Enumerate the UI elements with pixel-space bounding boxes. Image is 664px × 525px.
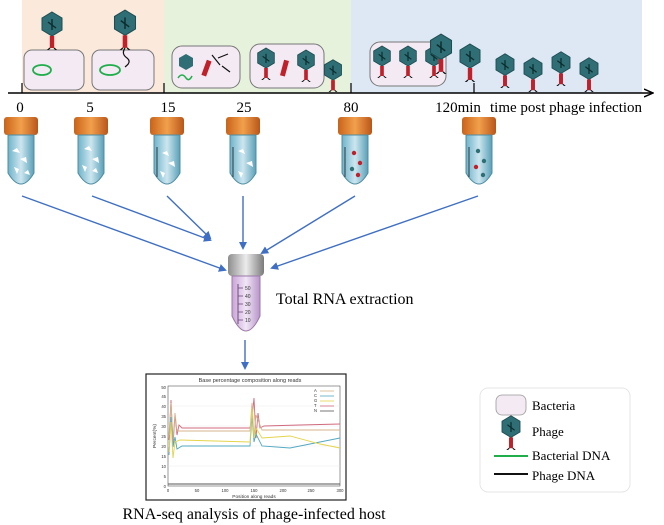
inset-ytick: 30 [161,424,166,429]
inset-x-label: Position along reads [232,494,276,500]
converging-arrows [21,195,479,370]
inset-ytick: 25 [161,434,166,439]
tick-label-80: 80 [344,100,359,116]
legend-bacteria-swatch [495,394,527,416]
tick-label-15: 15 [161,100,176,116]
inset-ytick: 45 [161,394,166,399]
inset-chart-title: Base percentage composition along reads [199,378,302,384]
sample-tube-5 [74,117,108,185]
inset-ytick: 0 [164,484,167,489]
tick-label-0: 0 [16,100,24,116]
inset-legend-g: G [314,398,317,403]
rna-extraction-tube: 50 40 30 20 10 [228,254,264,332]
inset-xtick: 100 [222,488,230,493]
legend-bacteria-label: Bacteria [532,398,576,413]
inset-x-ticks: 0 50 100 150 200 250 300 [167,488,344,493]
inset-ytick: 20 [161,444,166,449]
tick-label-120min: 120min [435,100,481,116]
tube-scale-50: 50 [245,286,251,292]
sample-tube-120 [462,117,496,185]
rnaseq-chart-inset: Base percentage composition along reads … [145,373,347,501]
stage-lysis-cell [369,33,599,92]
legend-bacterial-dna-label: Bacterial DNA [532,448,611,463]
stage-injection-cell [91,9,155,91]
sample-tubes [4,117,496,185]
rnaseq-caption: RNA-seq analysis of phage-infected host [122,506,386,523]
inset-xtick: 50 [195,488,200,493]
inset-xtick: 0 [167,488,170,493]
inset-xtick: 200 [280,488,288,493]
inset-xtick: 250 [308,488,316,493]
inset-ytick: 15 [161,454,166,459]
tube-scale-20: 20 [245,310,251,316]
sample-tube-15 [150,117,184,185]
inset-ytick: 5 [164,474,167,479]
tick-label-25: 25 [237,100,252,116]
inset-ytick: 10 [161,464,166,469]
timeline-axis: 0 5 15 25 80 120min time post phage infe… [8,83,652,116]
legend-phage-dna-label: Phage DNA [532,468,596,483]
inset-legend-c: C [314,393,317,398]
inset-ytick: 35 [161,414,166,419]
tube-scale-40: 40 [245,294,251,300]
tick-label-5: 5 [86,100,94,116]
inset-legend: A C G T N [314,388,334,413]
tube-scale-10: 10 [245,318,251,324]
legend-phage-label: Phage [532,424,564,439]
inset-y-ticks: 0 5 10 15 20 25 30 35 40 45 50 [161,385,166,489]
inset-ytick: 40 [161,404,166,409]
inset-legend-n: N [314,408,317,413]
tube-scale-30: 30 [245,302,251,308]
timeline-axis-label: time post phage infection [490,100,643,116]
sample-tube-25 [226,117,260,185]
stage-attach-cell [23,11,85,91]
sample-tube-0 [4,117,38,185]
rna-extraction-label: Total RNA extraction [276,291,414,308]
inset-ytick: 50 [161,385,166,390]
inset-legend-a: A [314,388,317,393]
stage-assembly-cell [249,43,343,92]
legend-box: Bacteria Phage Bacterial DNA Phage DNA [479,387,631,493]
stage-replication-cell [171,45,241,89]
inset-y-label: Percent(%) [152,424,158,448]
inset-xtick: 150 [251,488,259,493]
inset-legend-t: T [314,403,317,408]
infection-stage-panels [22,0,642,93]
inset-xtick: 300 [337,488,345,493]
inset-series-lines [168,397,341,485]
sample-tube-80 [338,117,372,185]
